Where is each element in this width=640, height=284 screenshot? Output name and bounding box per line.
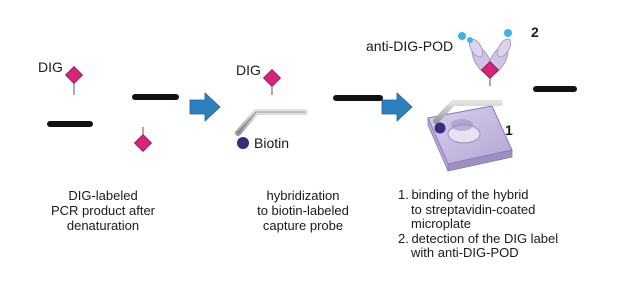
dig-label: DIG <box>38 59 63 75</box>
panel-2-hybrid <box>235 68 383 149</box>
dig-marker-icon <box>480 60 500 80</box>
dig-marker-icon <box>262 68 282 88</box>
biotin-icon <box>237 137 249 149</box>
caption-line: hybridization <box>266 188 340 203</box>
caption-line: 2. detection of the DIG label <box>398 230 559 246</box>
panel-3-plate <box>427 29 577 172</box>
flow-arrow-icon <box>381 92 413 122</box>
pod-dot-icon <box>504 29 512 37</box>
caption-line: with anti-DIG-POD <box>411 245 519 260</box>
caption-line: 1. binding of the hybrid <box>398 187 529 202</box>
step-marker-2: 2 <box>531 24 539 40</box>
pod-dot-icon <box>467 37 473 43</box>
caption-line: microplate <box>411 216 471 231</box>
flow-arrow-icon <box>189 92 221 122</box>
step-marker-1: 1 <box>505 122 513 138</box>
caption-line: PCR product after <box>50 203 156 218</box>
caption-panel-3: 1. binding of the hybrid to streptavidin… <box>398 187 559 261</box>
pod-dot-icon <box>458 32 466 40</box>
caption-line: capture probe <box>262 218 344 233</box>
caption-line: denaturation <box>66 218 140 233</box>
capture-probe <box>235 109 308 136</box>
capture-probe <box>433 100 503 124</box>
panel-1-strands <box>47 65 179 153</box>
caption-line: to streptavidin-coated <box>411 201 536 217</box>
biotin-icon <box>434 122 446 134</box>
caption-panel-1: DIG-labeled PCR product after denaturati… <box>28 188 178 233</box>
dig-marker-icon <box>64 65 84 85</box>
caption-line: DIG-labeled <box>68 188 138 203</box>
dig-label: DIG <box>236 62 261 78</box>
anti-dig-pod-label: anti-DIG-POD <box>366 38 454 54</box>
biotin-label: Biotin <box>254 135 290 151</box>
caption-panel-2: hybridization to biotin-labeled capture … <box>228 188 378 233</box>
caption-line: to biotin-labeled <box>257 203 349 218</box>
dig-marker-icon <box>133 133 153 153</box>
